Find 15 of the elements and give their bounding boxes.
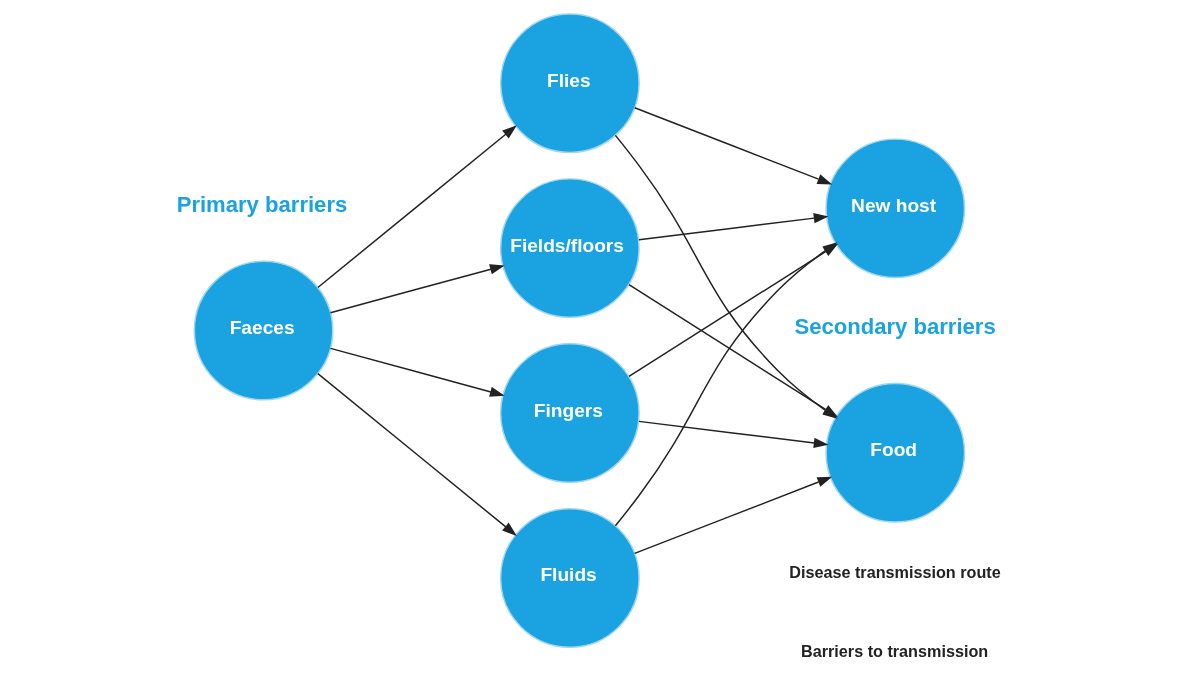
- node-circle: Faeces: [193, 260, 333, 401]
- legend-label: Barriers to transmission: [800, 642, 988, 661]
- arrow: [316, 372, 517, 536]
- arrow: [329, 264, 505, 314]
- arrow: [633, 476, 832, 555]
- arrow: [329, 347, 505, 397]
- legend-label: Disease transmission route: [788, 562, 1001, 581]
- arrow: [637, 213, 828, 241]
- node-circle: Fingers: [499, 343, 640, 483]
- label: Secondary barriers: [793, 314, 996, 340]
- label: Primary barriers: [176, 192, 347, 218]
- arrow: [316, 125, 517, 289]
- node-circle: Fields/floors: [499, 178, 640, 319]
- arrow: [637, 420, 828, 449]
- arrow: [633, 107, 832, 185]
